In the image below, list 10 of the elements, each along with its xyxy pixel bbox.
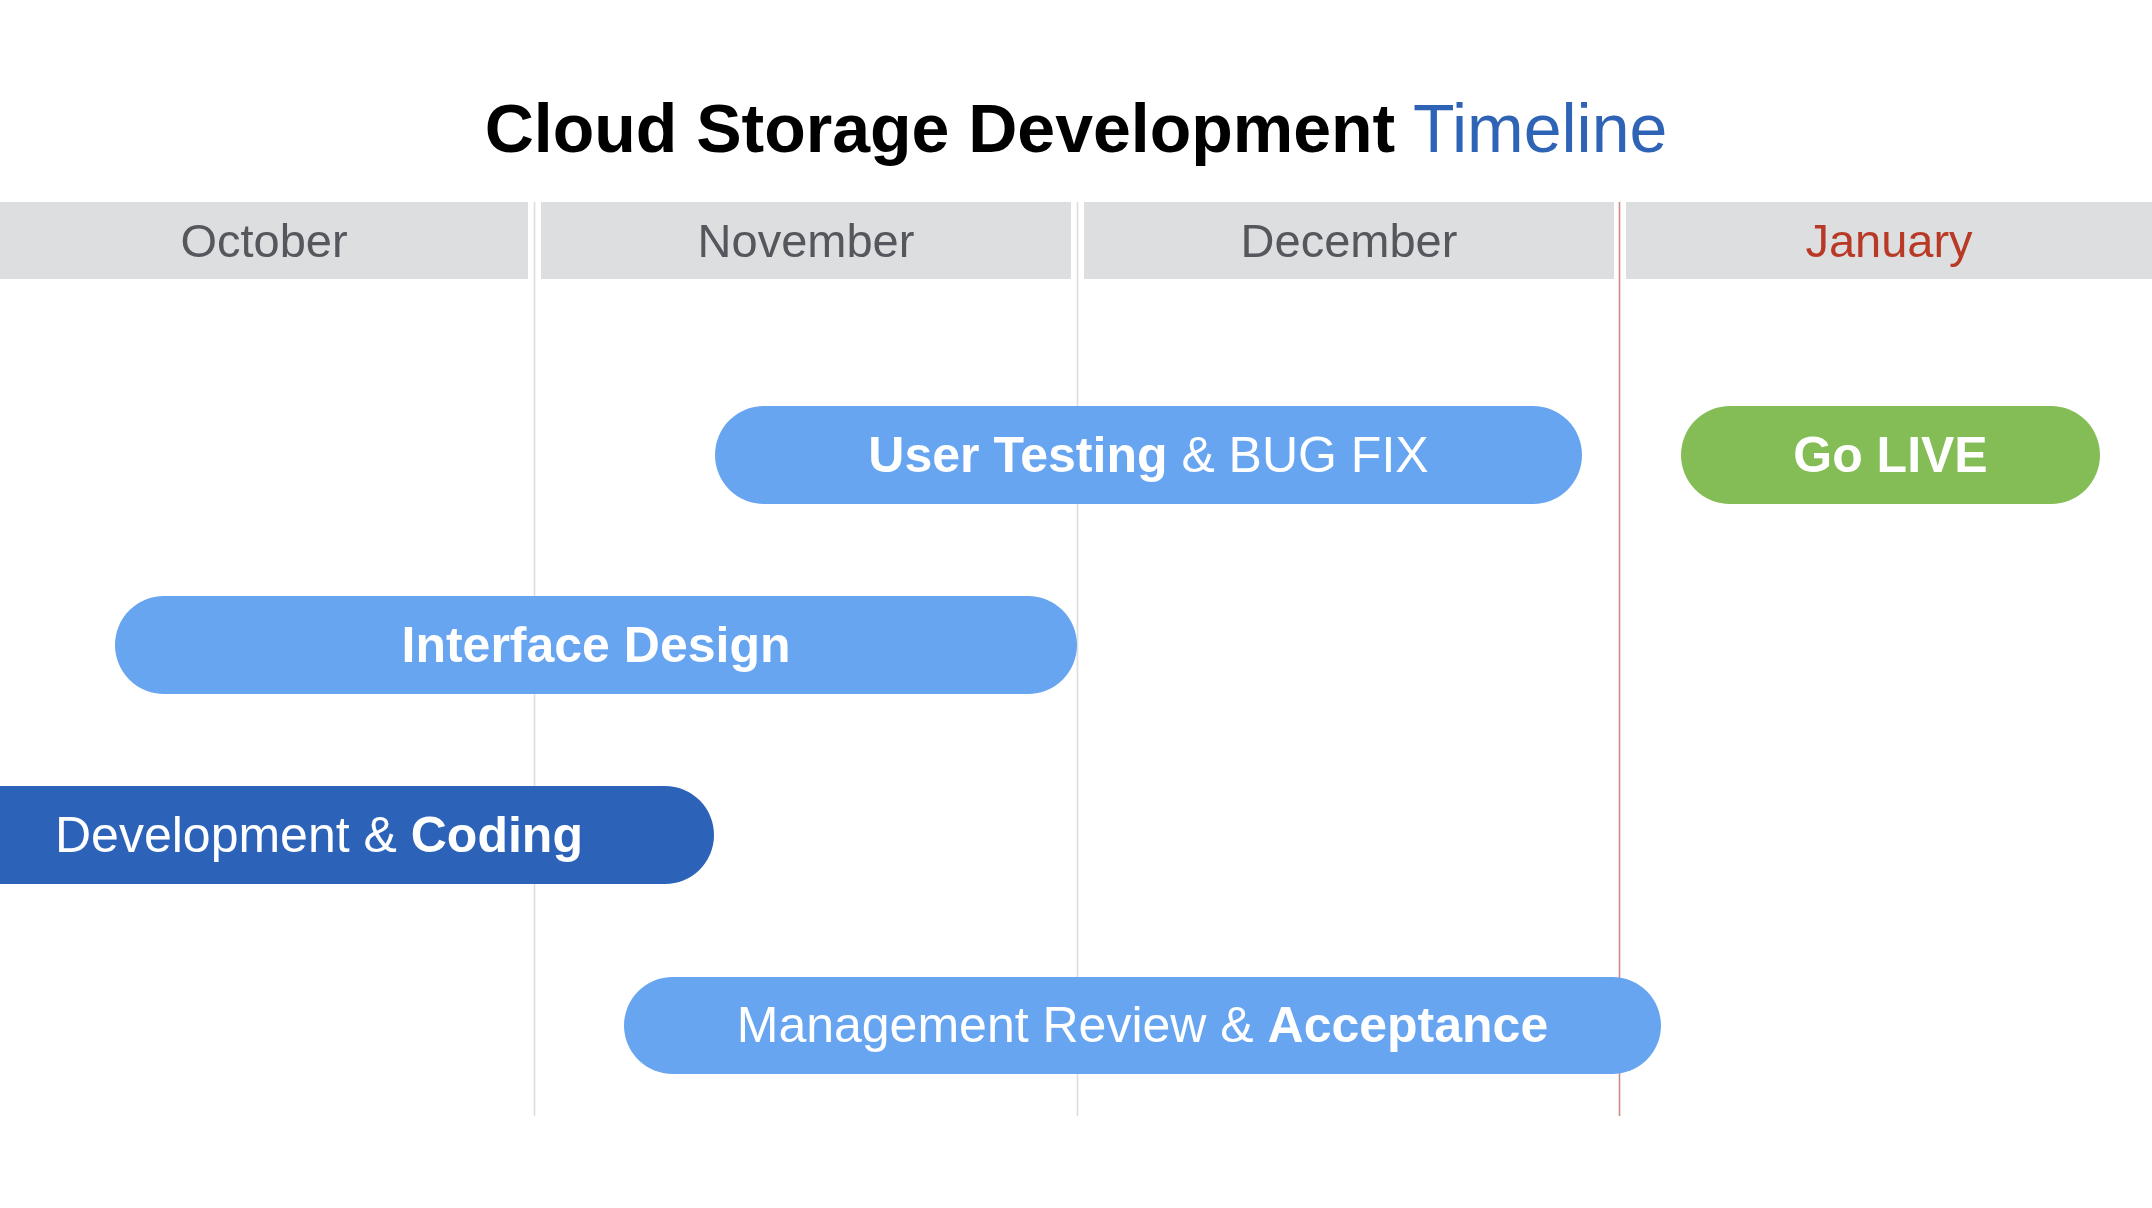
task-bar: Interface Design <box>115 596 1077 694</box>
task-bar: Go LIVE <box>1681 406 2100 504</box>
month-header: January <box>1626 202 2152 279</box>
month-header: December <box>1084 202 1614 279</box>
month-header: November <box>541 202 1071 279</box>
task-bar: Development & Coding <box>0 786 714 884</box>
task-bar: User Testing & BUG FIX <box>715 406 1582 504</box>
task-bar: Management Review & Acceptance <box>624 977 1661 1074</box>
diagram-title: Cloud Storage Development Timeline <box>484 90 1668 166</box>
month-header: October <box>0 202 528 279</box>
